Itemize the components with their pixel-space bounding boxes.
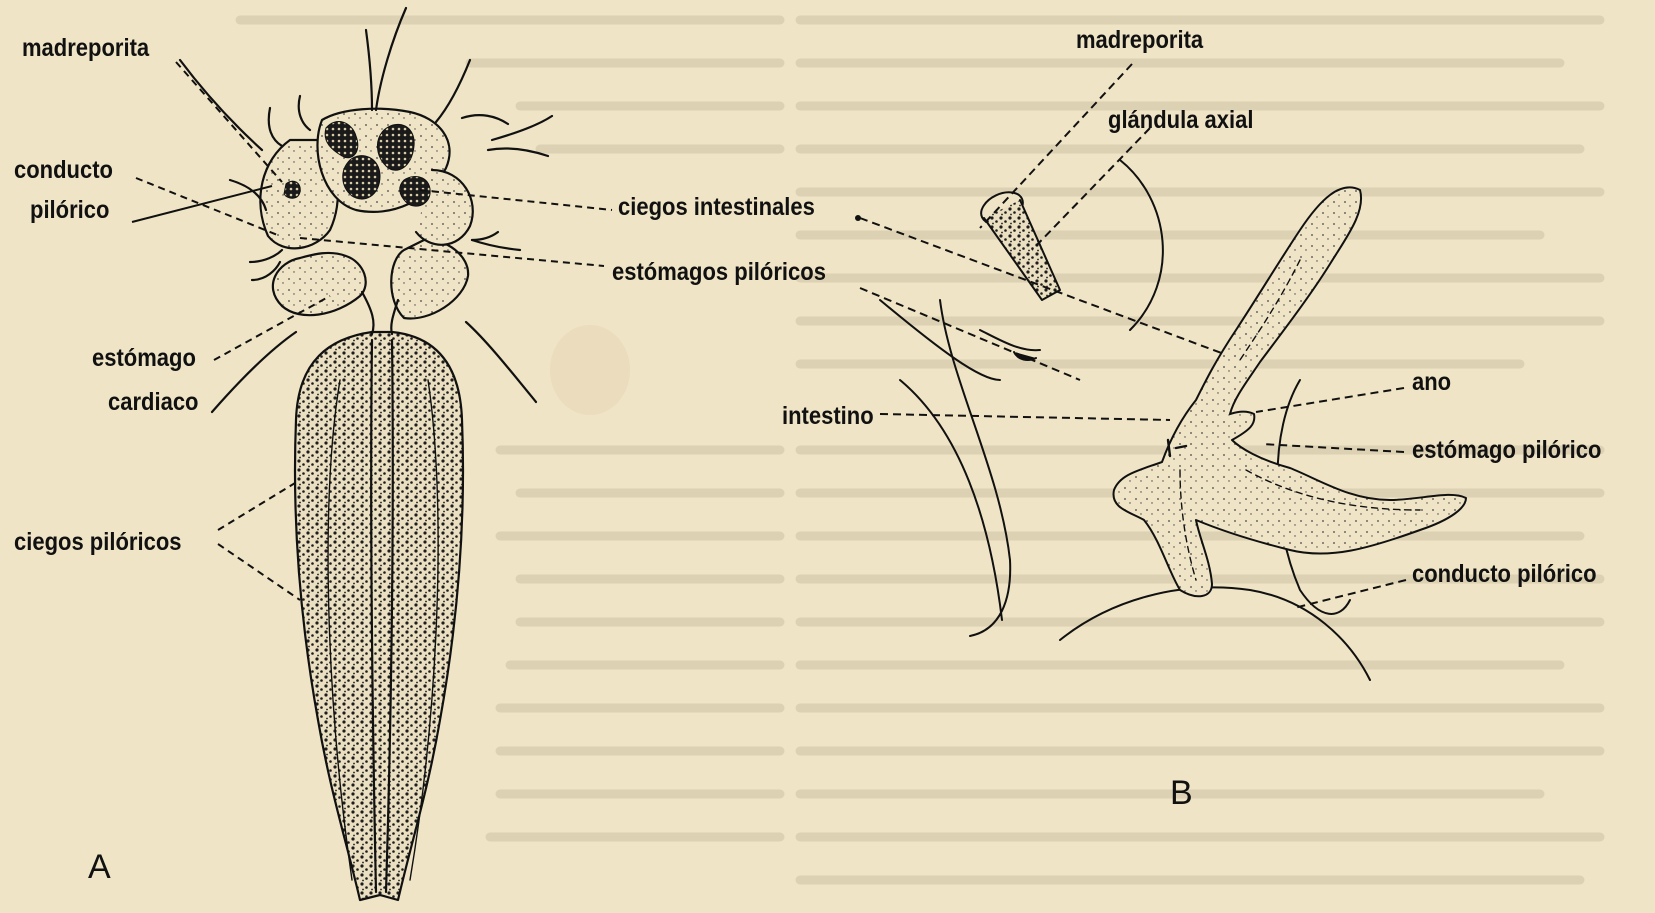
cardiac-stomach-left [273, 253, 366, 315]
pyloric-caeca-body [295, 332, 463, 900]
leader-conducto-b [1294, 580, 1406, 608]
label-conducto-pilorico-b: conducto pilórico [1412, 562, 1597, 587]
leader-intestino-b [880, 414, 1170, 420]
label-cardiaco-a: cardiaco [108, 390, 199, 415]
leader-ciegos-piloricos-a1 [218, 480, 300, 530]
axial-gland [984, 200, 1060, 300]
leader-glandula-b [1032, 128, 1150, 250]
leader-ciegos-piloricos-a2 [218, 544, 300, 600]
label-estomagos-piloricos: estómagos pilóricos [612, 260, 826, 285]
panel-letter-b: B [1170, 776, 1193, 810]
panel-b-drawing [880, 160, 1466, 680]
label-madreporita-b: madreporita [1076, 28, 1203, 53]
leader-estomagos-piloricos-b [860, 288, 1080, 380]
label-madreporita-a: madreporita [22, 36, 149, 61]
label-conducto-a: conducto [14, 158, 113, 183]
label-estomago-a: estómago [92, 346, 196, 371]
label-estomago-pilorico-b: estómago pilórico [1412, 438, 1601, 463]
label-pilorico-a: pilórico [30, 198, 109, 223]
label-glandula-axial: glándula axial [1108, 108, 1254, 133]
leader-madreporita-a [176, 62, 282, 182]
leader-ano-b [1256, 388, 1404, 412]
leader-conducto-a [136, 178, 280, 236]
label-ano: ano [1412, 370, 1451, 395]
label-ciegos-intestinales: ciegos intestinales [618, 195, 815, 220]
panel-a-drawing [180, 8, 552, 900]
leader-estomago-pilorico-b [1262, 444, 1404, 452]
label-ciegos-piloricos-a: ciegos pilóricos [14, 530, 182, 555]
panel-letter-a: A [88, 850, 111, 884]
label-intestino: intestino [782, 404, 874, 429]
